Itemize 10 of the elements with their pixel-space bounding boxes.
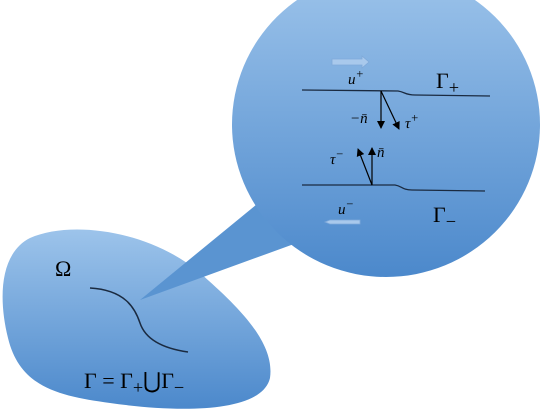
domain-symbol: Ω bbox=[55, 258, 72, 280]
math-label: u$^{+}$ bbox=[348, 68, 364, 88]
math-label: τ$^{−}$ bbox=[330, 148, 344, 168]
math-label: τ$^{+}$ bbox=[405, 112, 419, 132]
math-label: −n̄ bbox=[350, 112, 368, 127]
math-label: Γ$_{+}$ bbox=[436, 70, 460, 97]
math-label: n̄ bbox=[377, 146, 384, 161]
math-label: u$^{−}$ bbox=[338, 198, 354, 218]
boundary-formula: Γ = Γ$_{+}$⋃Γ$_{−}$ bbox=[84, 370, 184, 397]
math-label: Γ$_{−}$ bbox=[433, 204, 456, 231]
